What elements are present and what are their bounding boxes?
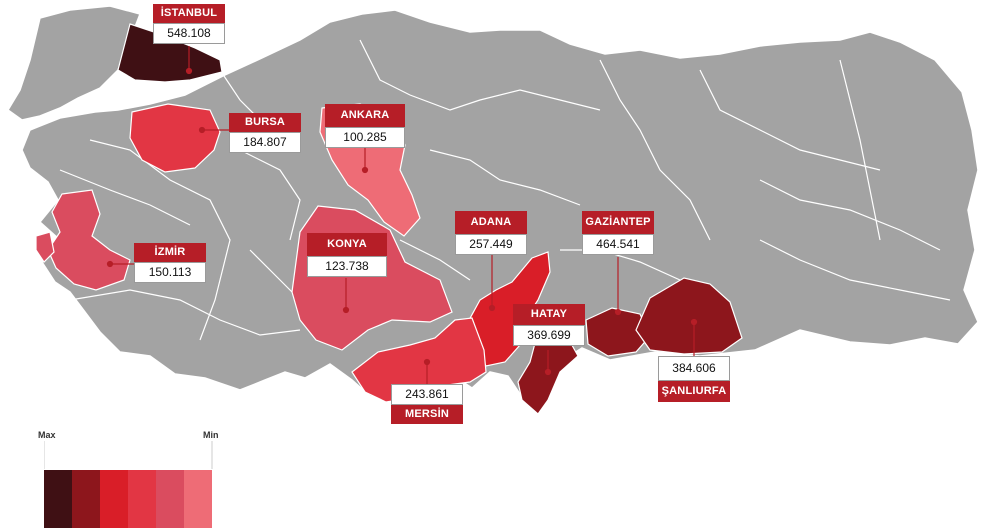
- callout-mersin: 243.861 MERSİN: [391, 384, 463, 424]
- region-name: ANKARA: [325, 104, 405, 127]
- region-adana: [467, 251, 551, 367]
- legend-min-label: Min: [203, 430, 219, 440]
- callout-konya: KONYA 123.738: [307, 233, 387, 277]
- region-gaziantep: [585, 307, 651, 357]
- province-borders: [59, 39, 951, 341]
- legend-swatch: [100, 470, 128, 528]
- callout-adana: ADANA 257.449: [455, 211, 527, 255]
- region-sanliurfa: [635, 277, 743, 355]
- region-name: GAZİANTEP: [582, 211, 654, 234]
- region-value: 184.807: [229, 132, 301, 153]
- region-name: İSTANBUL: [153, 4, 225, 23]
- callout-hatay: HATAY 369.699: [513, 304, 585, 346]
- region-name: BURSA: [229, 113, 301, 132]
- legend-max-label: Max: [38, 430, 56, 440]
- legend-color-scale: [44, 470, 212, 528]
- callout-istanbul: İSTANBUL 548.108: [153, 4, 225, 44]
- region-value: 464.541: [582, 234, 654, 255]
- legend-swatch: [184, 470, 212, 528]
- legend-swatch: [156, 470, 184, 528]
- region-izmir-peninsula: [35, 231, 55, 263]
- callout-sanliurfa: 384.606 ŞANLIURFA: [658, 356, 730, 402]
- callout-izmir: İZMİR 150.113: [134, 243, 206, 283]
- legend-ticks: [44, 441, 213, 469]
- region-name: ADANA: [455, 211, 527, 234]
- region-value: 123.738: [307, 256, 387, 277]
- thrace-landmass: [7, 5, 141, 121]
- leader-lines: [106, 46, 698, 384]
- legend-swatch: [44, 470, 72, 528]
- legend-swatch: [72, 470, 100, 528]
- region-value: 384.606: [658, 356, 730, 381]
- legend-swatch: [128, 470, 156, 528]
- region-name: ŞANLIURFA: [658, 381, 730, 402]
- callout-gaziantep: GAZİANTEP 464.541: [582, 211, 654, 255]
- region-bursa: [129, 103, 221, 173]
- region-value: 243.861: [391, 384, 463, 405]
- callout-bursa: BURSA 184.807: [229, 113, 301, 153]
- region-name: KONYA: [307, 233, 387, 256]
- region-value: 150.113: [134, 262, 206, 283]
- region-value: 257.449: [455, 234, 527, 255]
- region-value: 369.699: [513, 325, 585, 346]
- region-name: HATAY: [513, 304, 585, 325]
- region-value: 548.108: [153, 23, 225, 44]
- callout-ankara: ANKARA 100.285: [325, 104, 405, 148]
- region-value: 100.285: [325, 127, 405, 148]
- region-name: İZMİR: [134, 243, 206, 262]
- region-name: MERSİN: [391, 405, 463, 424]
